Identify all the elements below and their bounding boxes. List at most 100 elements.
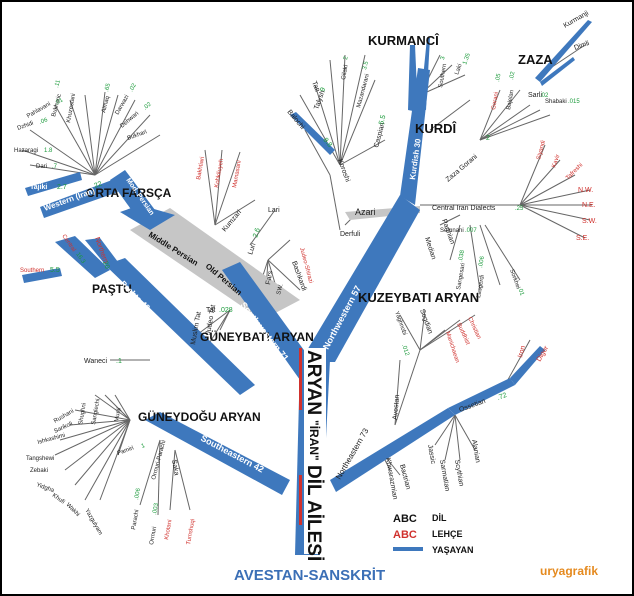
- lang-khufi: Khufi: [51, 493, 66, 506]
- count-lasgerdi: .006: [478, 255, 486, 268]
- dialect-siyandi: Siyandi: [536, 140, 547, 161]
- lang-shughni: Shughni: [78, 403, 88, 426]
- heading-kurmanci: KURMANCÎ: [368, 33, 440, 48]
- lang-sanglechi: Sanglechi: [91, 398, 101, 425]
- dialect-iron: Iron: [517, 345, 527, 359]
- lang-yazgulyam: Yazgulyam: [83, 508, 103, 536]
- count-zaza-gorani: 2: [486, 135, 490, 142]
- lang-tat: Tat: [206, 307, 215, 314]
- title-iran: "İRAN": [307, 420, 322, 461]
- lang-khuzestani: Khuzestani: [66, 93, 77, 123]
- count-parachi: .006: [134, 487, 142, 500]
- count-hazaragi: 1.8: [44, 148, 53, 154]
- lang-yidgha: Yidgha: [35, 482, 55, 494]
- heading-kurdi: KURDÎ: [415, 121, 458, 136]
- count-southern-p: 5.5: [50, 267, 60, 274]
- heading-orta-farsca: ORTA FARSÇA: [86, 186, 172, 200]
- title-bar-white: [304, 348, 326, 554]
- lang-sw: SW.: [276, 283, 285, 296]
- lang-southern-p: Southern: [20, 268, 44, 274]
- lang-bajelan: Bajelan: [506, 90, 515, 111]
- dialect-nw: N.W.: [578, 187, 593, 194]
- lang-derfuli: Derfuli: [340, 231, 361, 238]
- count-shabaki: .015: [568, 99, 580, 105]
- lang-bukhari: Bukhari: [127, 129, 148, 142]
- lang-fars: Fars: [265, 270, 274, 285]
- legend-abc-red: ABC: [393, 529, 417, 541]
- legend-lehce-label: LEHÇE: [432, 529, 463, 539]
- lang-pahlavani: Pahlavani: [26, 101, 52, 119]
- lang-parachi: Parachi: [131, 509, 140, 530]
- lang-shabaki: Shabaki: [545, 99, 567, 105]
- lang-pamiri: Pamiri: [117, 445, 135, 456]
- lang-dari: Dari: [36, 164, 47, 170]
- count-dehwari: .02: [142, 101, 153, 111]
- heading-pastu: PAŞTU: [92, 282, 132, 296]
- lang-central-iran: Central Iran Dialects: [432, 205, 496, 212]
- lang-dehwari: Dehwari: [119, 111, 140, 130]
- lang-bukharic: Bukharic: [51, 93, 63, 117]
- heading-guneybati: GÜNEYBATI ARYAN: [200, 329, 314, 344]
- count-central-p: 16.3: [74, 252, 86, 266]
- count-sangesari: .038: [458, 249, 466, 262]
- lang-luri: Luri: [247, 242, 257, 256]
- count-sorkhei: .01: [516, 287, 525, 298]
- count-northern: 20: [101, 260, 110, 270]
- dialect-bakhtiari: Bakhtiari: [196, 156, 206, 180]
- lang-gorani: Gorani: [491, 92, 500, 111]
- footer-brand: uryagrafik: [540, 564, 598, 578]
- legend-abc-black: ABC: [393, 513, 417, 525]
- count-ossetian: .72: [496, 392, 508, 402]
- lang-lasgerdi: Lasgerdi: [476, 275, 486, 299]
- lang-gilaki: Gilaki: [341, 65, 350, 81]
- count-gorani: .05: [495, 72, 502, 82]
- lang-kumzari: Kumzari: [221, 209, 243, 234]
- heading-kuzeybati: KUZEYBATI ARYAN: [358, 290, 479, 305]
- lang-munji: Munji: [114, 407, 122, 422]
- heading-zaza: ZAZA: [518, 52, 553, 67]
- lang-sogdian: Sogdian: [418, 308, 433, 335]
- lang-wakhi: Wakhi: [65, 502, 81, 518]
- lang-khwarazmian: Khwarazmian: [384, 457, 398, 500]
- title-aryan: ARYAN: [303, 350, 324, 415]
- count-aimaq: .65: [104, 82, 112, 92]
- count-luri: 2.6: [252, 227, 262, 239]
- legend-living-swatch: [393, 547, 423, 551]
- count-mazandarani: 3.5: [362, 60, 370, 70]
- dialect-buddhist: Buddhist: [455, 322, 470, 346]
- lang-sarmatian: Sarmatian: [438, 459, 450, 492]
- lang-laki: Laki: [454, 63, 463, 75]
- dialect-ne: N.E.: [582, 202, 596, 209]
- footer-title: AVESTAN-SANSKRİT: [234, 567, 385, 584]
- lang-semnani: Semnani: [440, 228, 464, 234]
- count-yaghnobi: .012: [400, 344, 410, 358]
- lang-sangesari: Sangesari: [456, 263, 467, 291]
- dialect-mamasani: Mamasani: [232, 160, 243, 188]
- heading-guneydogu: GÜNEYDOĞU ARYAN: [138, 409, 261, 424]
- lang-saka: Saka: [170, 459, 180, 476]
- lang-koroshi: Koroshi: [336, 158, 351, 183]
- lang-sorkhei: Sorkhei: [508, 269, 521, 290]
- count-sarli: .02: [540, 93, 549, 99]
- title-ailesi: AİLESİ: [303, 500, 324, 561]
- lang-dzhidi: Dzhidi: [17, 121, 35, 132]
- dialect-kohkiluyeh: Kohkiluyeh: [214, 158, 225, 188]
- dialect-sw: S.W.: [582, 218, 597, 225]
- count-pahlavani: .01: [54, 97, 65, 107]
- lang-tangshewi: Tangshewi: [26, 456, 54, 462]
- lang-rushani: Rushani: [53, 409, 75, 425]
- lang-scythian: Scythian: [453, 459, 465, 487]
- lang-jassic: Jassic: [426, 444, 436, 465]
- count-laki: 1.35: [462, 52, 472, 66]
- dialect-khotani: Khotani: [164, 519, 173, 540]
- count-central-iran: .25: [515, 206, 524, 212]
- dialect-se: S.E.: [576, 235, 589, 242]
- lang-sarli: Sarli: [528, 92, 542, 99]
- lang-dimli: Dimli: [573, 40, 590, 52]
- dialect-manichaean: Manichaean: [444, 331, 460, 364]
- count-dari: .7: [52, 164, 58, 170]
- lang-alanian: Alanian: [470, 439, 481, 463]
- count-tajiki: 2.7: [57, 184, 67, 191]
- legend-yasayan-label: YAŞAYAN: [432, 545, 474, 555]
